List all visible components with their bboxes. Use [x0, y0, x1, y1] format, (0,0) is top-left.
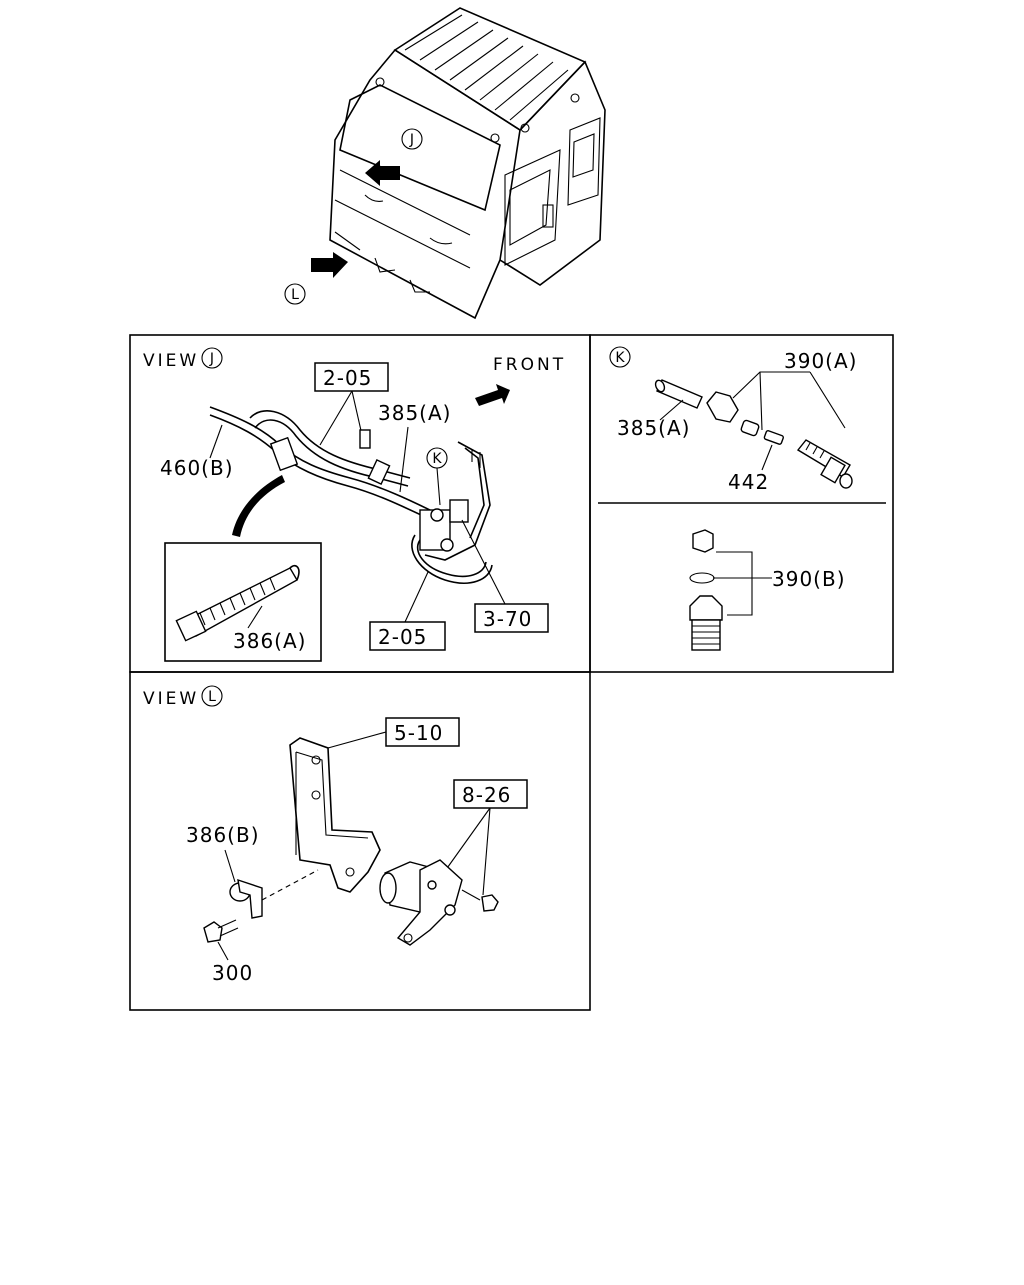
svg-text:K: K: [432, 451, 442, 467]
label-300: 300: [212, 961, 253, 985]
bolt-8-26: [461, 889, 499, 912]
label-386a: 386(A): [233, 629, 306, 653]
view-k-marker-j: K: [426, 447, 448, 469]
panel-view-l: [129, 671, 591, 1011]
svg-text:K: K: [615, 350, 625, 366]
label-390a: 390(A): [784, 349, 857, 373]
connector-390a: [796, 439, 853, 489]
hose-assembly: [209, 406, 441, 523]
svg-text:5-10: 5-10: [394, 721, 443, 745]
view-l-title: VIEW: [143, 689, 199, 709]
svg-text:2-05: 2-05: [378, 625, 427, 649]
label-385a-j: 385(A): [378, 401, 451, 425]
ferrule-442: [763, 430, 784, 445]
view-j-marker: J: [401, 128, 423, 150]
front-arrow-icon: [475, 384, 510, 406]
svg-text:2-05: 2-05: [323, 366, 372, 390]
label-385a-k: 385(A): [617, 416, 690, 440]
view-l-title-marker: L: [201, 685, 223, 707]
inset-386a: [164, 542, 322, 662]
view-k-title-marker: K: [609, 346, 631, 368]
ref-box-2-05-bottom: 2-05: [369, 621, 446, 651]
cable-tie-386a: [175, 564, 300, 642]
view-j-arrow-icon: [365, 160, 400, 186]
view-l-arrow-icon: [311, 252, 348, 278]
bolt-300: [203, 919, 239, 943]
ref-box-3-70: 3-70: [474, 603, 549, 633]
label-390b: 390(B): [772, 567, 846, 591]
inset-pointer-arrow-icon: [232, 475, 285, 537]
valve-bracket-assembly: [411, 441, 493, 584]
label-386b: 386(B): [186, 823, 260, 847]
ref-box-5-10: 5-10: [385, 717, 460, 747]
tube-385a-k: [654, 379, 703, 409]
valve-8-26: [379, 859, 463, 946]
view-j-title-marker: J: [201, 347, 223, 369]
front-label: FRONT: [493, 355, 566, 375]
svg-text:8-26: 8-26: [462, 783, 511, 807]
clamp-386b: [229, 878, 263, 919]
bracket-5-10: [289, 737, 381, 893]
ref-box-2-05-top: 2-05: [314, 362, 389, 392]
svg-text:L: L: [208, 689, 216, 705]
svg-text:J: J: [209, 351, 214, 367]
label-460b: 460(B): [160, 456, 234, 480]
panel-view-k: [589, 334, 894, 673]
svg-text:L: L: [291, 287, 299, 303]
view-j-title: VIEW: [143, 351, 199, 371]
svg-text:3-70: 3-70: [483, 607, 532, 631]
sleeve-390a: [740, 419, 760, 437]
svg-text:J: J: [409, 132, 414, 148]
view-l-marker: L: [284, 283, 306, 305]
label-442: 442: [728, 470, 769, 494]
fitting-390b: [689, 529, 723, 651]
cab-illustration: [329, 7, 606, 320]
ref-box-8-26: 8-26: [453, 779, 528, 809]
nut-390a: [706, 391, 739, 423]
